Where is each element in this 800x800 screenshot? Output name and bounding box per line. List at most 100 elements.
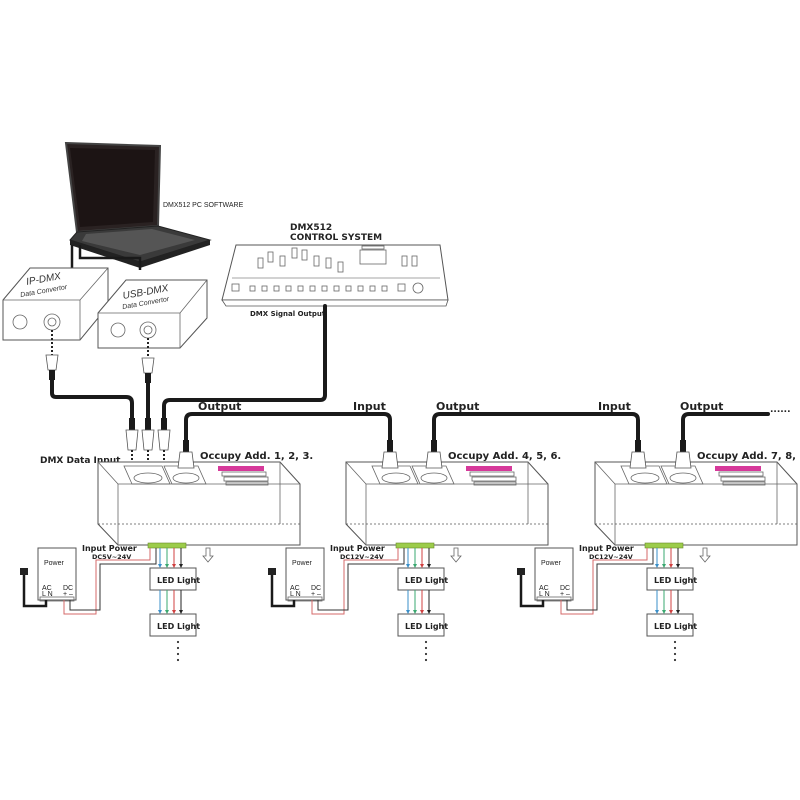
input-port	[620, 465, 668, 485]
led-light-label: LED Light	[405, 576, 448, 585]
wire-arrow-icon	[165, 564, 169, 568]
laptop	[64, 141, 212, 268]
cable-decoder1-to-decoder2	[184, 412, 392, 442]
continuation-dot	[673, 646, 677, 650]
wire-arrow-icon	[655, 610, 659, 614]
terminal-block-icon	[147, 542, 187, 549]
dc-label: DC	[560, 585, 570, 592]
wire-arrow-icon	[662, 564, 666, 568]
input-label: Input	[598, 400, 631, 413]
wire-arrow-icon	[420, 564, 424, 568]
power-supply-box	[37, 547, 77, 601]
continuation-dot	[176, 646, 180, 650]
voltage-label: DC5V~24V	[92, 553, 131, 561]
occupy-address-label: Occupy Add. 4, 5, 6.	[448, 451, 561, 462]
wire-arrow-icon	[427, 610, 431, 614]
dc-positive-wire	[63, 548, 151, 615]
wire-arrow-icon	[172, 610, 176, 614]
usb-dmx-converter	[97, 279, 208, 349]
led-light-box	[646, 613, 694, 637]
output-label: Output	[436, 400, 479, 413]
input-port	[123, 465, 171, 485]
decoder-box	[97, 461, 301, 546]
input-plug	[629, 451, 647, 469]
ac-plug-icon	[20, 568, 28, 575]
voltage-label: DC12V~24V	[340, 553, 384, 561]
down-arrow-icon	[699, 547, 711, 563]
output-label: Output	[680, 400, 723, 413]
power-supply-box	[534, 547, 574, 601]
dmx-console	[221, 244, 449, 307]
power-supply-title: Power	[292, 560, 313, 567]
wire-arrow-icon	[172, 564, 176, 568]
dc-negative-wire	[317, 548, 405, 611]
ac-cable	[519, 575, 545, 608]
ac-label: AC	[539, 585, 549, 592]
output-plug	[177, 451, 195, 469]
power-supply-title: Power	[541, 560, 562, 567]
occupy-address-label: Occupy Add. 1, 2, 3.	[200, 451, 313, 462]
led-light-label: LED Light	[405, 622, 448, 631]
usb-port-icon	[110, 322, 126, 338]
ln-label: L N	[290, 591, 301, 598]
terminal-block-icon	[644, 542, 684, 549]
wire-arrow-icon	[179, 610, 183, 614]
ip-converter-plug	[45, 354, 59, 380]
ln-label: L N	[42, 591, 53, 598]
output-label: Output	[198, 400, 241, 413]
ac-label: AC	[290, 585, 300, 592]
input-power-label: Input Power	[330, 544, 385, 553]
dmx-data-input-label: DMX Data Input	[40, 456, 121, 466]
wire-arrow-icon	[676, 610, 680, 614]
input-label: Input	[353, 400, 386, 413]
dip-switch-icon	[466, 466, 512, 471]
wire-arrow-icon	[158, 610, 162, 614]
dc-positive-wire	[311, 548, 399, 615]
voltage-label: DC12V~24V	[589, 553, 633, 561]
led-light-label: LED Light	[654, 576, 697, 585]
polarity-label: + –	[560, 591, 570, 598]
dc-negative-wire	[69, 548, 157, 611]
power-supply-title: Power	[44, 560, 65, 567]
cable-decoder2-to-decoder3	[432, 412, 640, 442]
wire-arrow-icon	[406, 610, 410, 614]
wire-arrow-icon	[669, 610, 673, 614]
led-light-box	[397, 613, 445, 637]
dip-switch-icon	[715, 466, 761, 471]
led-light-box	[397, 567, 445, 591]
continuation-dot	[673, 658, 677, 662]
console-buttons	[231, 282, 424, 294]
down-arrow-icon	[450, 547, 462, 563]
continuation-dot	[176, 640, 180, 644]
wire-arrow-icon	[406, 564, 410, 568]
wire-arrow-icon	[676, 564, 680, 568]
laptop-keyboard	[82, 229, 195, 255]
ac-cable	[270, 575, 296, 608]
laptop-cable-usb	[78, 245, 142, 270]
laptop-display	[70, 148, 155, 227]
ac-plug-icon	[268, 568, 276, 575]
continuation-dot	[673, 652, 677, 656]
output-plug	[425, 451, 443, 469]
led-light-box	[646, 567, 694, 591]
console-faders	[257, 247, 418, 273]
input-plugs	[125, 418, 171, 451]
continuation-dot	[424, 646, 428, 650]
led-light-label: LED Light	[654, 622, 697, 631]
decoder-unit	[20, 440, 301, 662]
dc-label: DC	[63, 585, 73, 592]
decoder-unit	[517, 440, 798, 662]
input-power-label: Input Power	[82, 544, 137, 553]
decoder-box	[594, 461, 798, 546]
continuation-dot	[673, 640, 677, 644]
more-decoders-indicator: ......	[770, 405, 791, 415]
ac-plug-icon	[517, 568, 525, 575]
input-plug	[381, 451, 399, 469]
continuation-dot	[176, 652, 180, 656]
wire-arrow-icon	[662, 610, 666, 614]
ac-label: AC	[42, 585, 52, 592]
console-title-line2: CONTROL SYSTEM	[290, 233, 382, 243]
continuation-dot	[424, 640, 428, 644]
continuation-dot	[424, 658, 428, 662]
ln-label: L N	[539, 591, 550, 598]
